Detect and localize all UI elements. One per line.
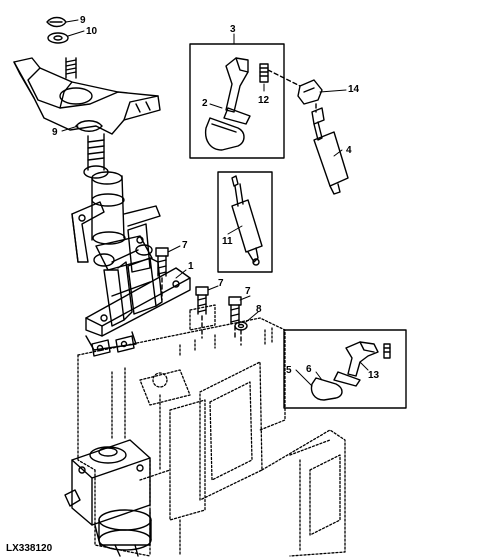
callout-9-top: 9 xyxy=(80,15,86,26)
callout-11: 11 xyxy=(222,236,233,247)
callout-7-third: 7 xyxy=(245,286,251,297)
callout-10: 10 xyxy=(86,26,98,37)
leader-lines xyxy=(61,19,369,387)
callout-7-second: 7 xyxy=(218,278,224,289)
callouts: 9 10 9 3 2 12 14 4 11 7 1 7 7 8 5 6 13 xyxy=(52,15,380,381)
callout-12: 12 xyxy=(258,95,270,106)
callout-2: 2 xyxy=(202,98,208,109)
hydraulic-pump xyxy=(64,439,152,557)
callout-13: 13 xyxy=(368,370,380,381)
inset-pedal-assembly-lower xyxy=(283,329,407,409)
callout-9-lower: 9 xyxy=(52,127,58,138)
callout-7-first: 7 xyxy=(182,240,188,251)
callout-3: 3 xyxy=(230,24,236,35)
callout-5: 5 xyxy=(286,365,292,376)
callout-6: 6 xyxy=(306,364,312,375)
steering-column xyxy=(13,16,191,357)
inset-pedal-assembly xyxy=(189,43,301,159)
gas-cylinder-top-right xyxy=(297,79,349,195)
callout-4: 4 xyxy=(346,145,352,156)
inset-gas-spring xyxy=(217,171,273,273)
chassis-frame xyxy=(77,304,346,557)
figure-reference-code: LX338120 xyxy=(6,543,53,554)
callout-14: 14 xyxy=(348,84,360,95)
callout-1: 1 xyxy=(188,261,194,272)
bolts-and-washer xyxy=(155,247,248,346)
callout-8: 8 xyxy=(256,304,262,315)
